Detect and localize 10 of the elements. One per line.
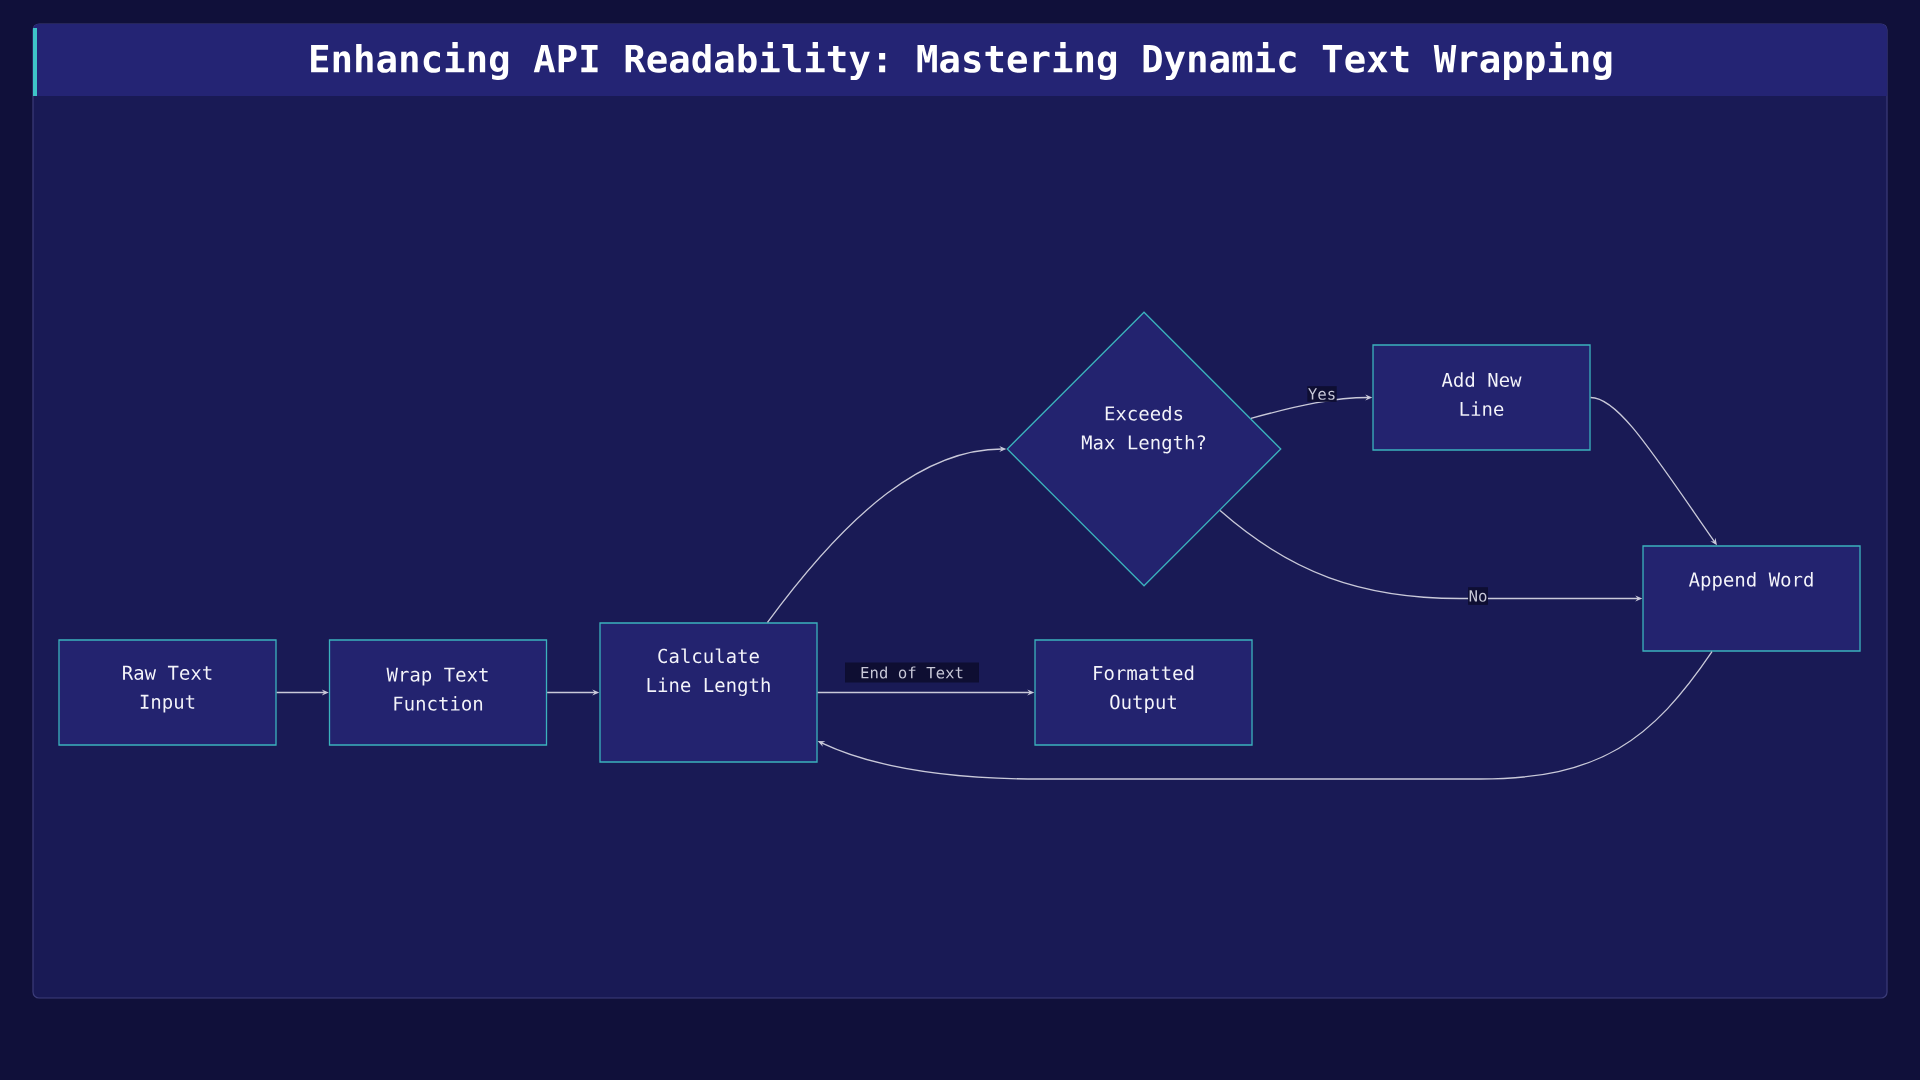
process-box: Raw Text Input bbox=[58, 639, 277, 746]
edge-label: No bbox=[1468, 587, 1488, 605]
process-box: Calculate Line Length bbox=[599, 622, 818, 763]
title-bar: Enhancing API Readability: Mastering Dynamic Text Wrapping bbox=[33, 24, 1887, 96]
edge-label: End of Text bbox=[845, 662, 979, 683]
process-box: Wrap Text Function bbox=[328, 639, 548, 746]
edge-label: Yes bbox=[1307, 386, 1337, 402]
process-box: Append Word bbox=[1642, 545, 1861, 652]
process-box: Add New Line bbox=[1372, 344, 1591, 451]
process-box: Formatted Output bbox=[1034, 639, 1253, 746]
